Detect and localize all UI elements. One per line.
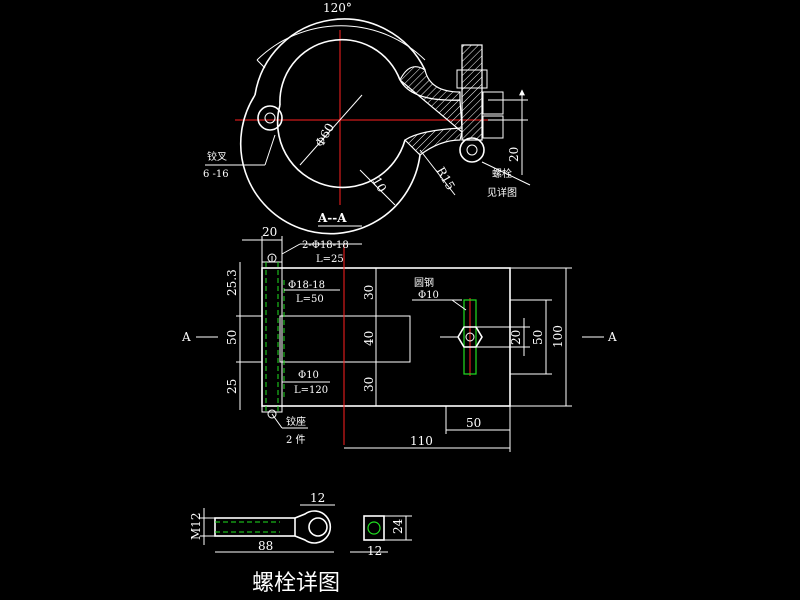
hinge-pin	[257, 105, 283, 131]
ring-text-1: 圆钢	[414, 276, 434, 289]
hinge-cap-top	[267, 253, 277, 263]
hinge-callout-2: 6 -16	[203, 169, 229, 180]
bolt-side-12: 12	[367, 544, 382, 558]
diameter-label: Φ60	[312, 121, 337, 150]
washer-2	[482, 115, 504, 139]
left-dim-25: 25	[225, 379, 239, 394]
mid-dim-30-bot: 30	[362, 377, 376, 392]
hinge-callout-1: 铰叉	[207, 150, 227, 163]
hinge-leader	[271, 413, 283, 429]
bolt-detail: M12 12 88 12 24 螺栓详图	[189, 491, 412, 596]
mid-dim-40: 40	[362, 331, 376, 346]
angle-label: 120°	[323, 1, 352, 15]
ring-inner	[276, 104, 406, 189]
lug-top-hatched	[399, 66, 461, 101]
bolt-shank	[461, 44, 483, 141]
clamp-front-view: A A 20 2-Φ18-18 L=25 Φ18-18 L=50 Φ10 L=1…	[181, 225, 617, 452]
right-dim-100: 100	[551, 325, 565, 348]
pin2-text-1: Φ18-18	[288, 280, 325, 291]
hex-nut	[457, 326, 483, 348]
ring-text-2: Φ10	[418, 290, 439, 301]
bolt-head-12: 12	[310, 491, 325, 505]
hinge-column	[261, 261, 283, 413]
washer	[482, 91, 504, 115]
bolt-eye-hole-detail	[308, 517, 328, 537]
angle-leader-l	[256, 59, 266, 69]
bolt-eye-detail	[294, 510, 332, 544]
bottom-dim-110: 110	[410, 434, 433, 448]
ring-inner-top	[279, 38, 401, 106]
section-title: A--A	[317, 211, 347, 225]
section-label-left: A	[181, 330, 191, 344]
thickness-label: 10	[369, 175, 389, 195]
radius-label: R15	[433, 165, 457, 193]
diameter-leader	[299, 94, 363, 166]
bolt-side	[363, 515, 385, 541]
hinge-pin-inner	[264, 112, 276, 124]
pin1-text-1: 2-Φ18-18	[302, 240, 349, 251]
dim20-label: 20	[507, 147, 521, 162]
mid-dim-30-top: 30	[362, 285, 376, 300]
hinge-callout-leader	[264, 134, 276, 166]
hex-nut-hole	[465, 332, 475, 342]
pin1-leader	[281, 243, 301, 255]
clamp-top-view: 120° Φ60 10 R15 20 铰叉 6 -16 螺栓 见详图 A--A	[203, 1, 531, 235]
hinge-text-1: 铰座	[286, 415, 306, 428]
right-dim-20: 20	[509, 330, 523, 345]
ring-leader	[451, 299, 467, 311]
pin1-text-2: L=25	[316, 254, 344, 265]
left-dim-50: 50	[225, 330, 239, 345]
ring-outer	[239, 94, 421, 235]
rod-text-1: Φ10	[298, 370, 319, 381]
slot	[279, 315, 411, 363]
right-dim-50: 50	[531, 330, 545, 345]
section-label-right: A	[607, 330, 617, 344]
nut-top	[456, 69, 488, 89]
bolt-side-24: 24	[391, 518, 405, 534]
bolt-callout-leader	[481, 161, 531, 186]
ring-rod	[463, 299, 477, 375]
left-dim-25-3: 25.3	[225, 269, 239, 296]
bolt-length-88: 88	[258, 539, 273, 553]
angle-arc	[256, 25, 426, 61]
bolt-callout-2: 见详图	[487, 186, 517, 199]
bolt-eye	[459, 137, 485, 163]
rod-text-2: L=120	[294, 385, 328, 396]
bolt-body	[214, 517, 296, 537]
bolt-side-hole	[367, 521, 381, 535]
hinge-cap-bottom	[267, 409, 277, 419]
pin2-text-2: L=50	[296, 294, 324, 305]
ring-outer-top	[254, 18, 426, 96]
bolt-detail-title: 螺栓详图	[252, 571, 340, 596]
bottom-dim-50: 50	[466, 416, 481, 430]
bolt-thread-label: M12	[189, 512, 203, 540]
bolt-callout-1: 螺栓	[492, 167, 512, 180]
dim-top-20-label: 20	[262, 225, 277, 239]
hinge-text-2: 2 件	[286, 434, 306, 446]
radius-leader	[419, 149, 456, 196]
bolt-eye-hole	[466, 144, 478, 156]
thickness-leader	[359, 169, 396, 206]
